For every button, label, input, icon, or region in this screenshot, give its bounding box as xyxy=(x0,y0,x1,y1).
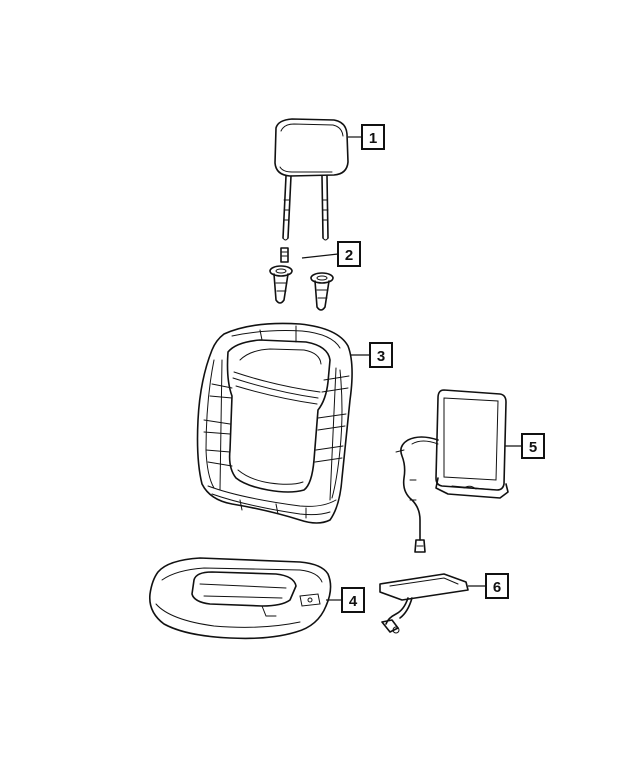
callout-1-label: 1 xyxy=(369,130,377,147)
headrest xyxy=(274,118,349,241)
callout-3: 3 xyxy=(350,342,393,368)
callout-4: 4 xyxy=(326,587,365,613)
headrest-guide-left xyxy=(269,247,293,304)
callout-6: 6 xyxy=(468,573,509,599)
callout-4-label: 4 xyxy=(349,593,358,610)
callout-5-label: 5 xyxy=(529,439,537,456)
callout-6-label: 6 xyxy=(493,579,501,596)
cushion-heater xyxy=(379,573,469,634)
callout-2: 2 xyxy=(301,241,361,267)
callout-3-label: 3 xyxy=(377,348,385,365)
headrest-guide-right xyxy=(310,272,334,311)
callout-2-label: 2 xyxy=(345,247,353,264)
callout-5: 5 xyxy=(505,433,545,459)
cushion-cover xyxy=(148,557,332,640)
seatback-cover xyxy=(196,322,353,524)
seatback-heater xyxy=(395,389,509,553)
callout-1: 1 xyxy=(348,124,385,150)
